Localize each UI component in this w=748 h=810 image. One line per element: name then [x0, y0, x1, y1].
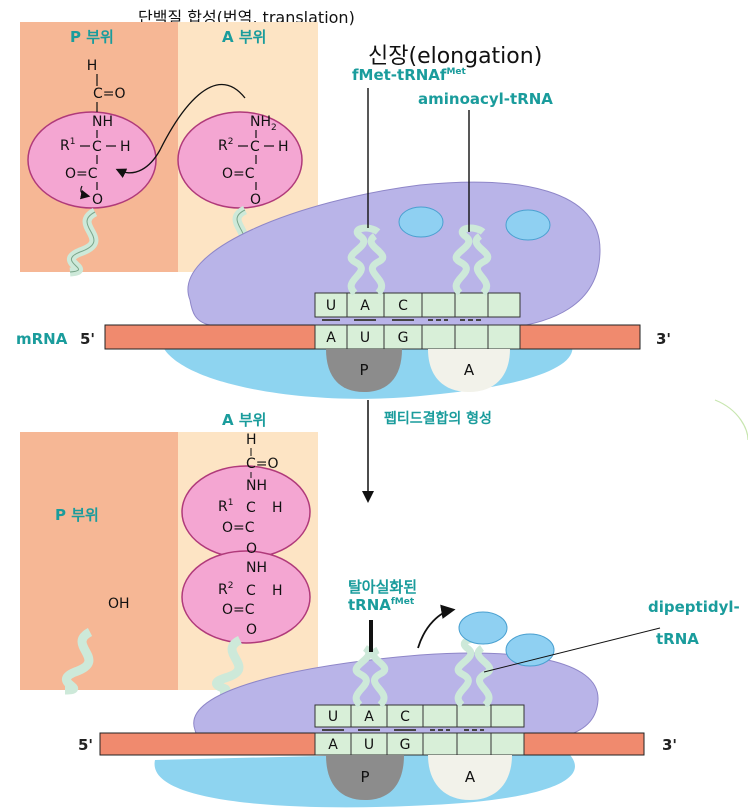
svg-text:G: G	[400, 737, 411, 753]
a-site-letter-top: A	[464, 361, 475, 379]
trna-tail-p-bottom	[62, 628, 94, 695]
svg-text:H: H	[246, 432, 257, 448]
p-pocket-bottom	[326, 755, 404, 800]
svg-text:U: U	[328, 709, 338, 725]
svg-text:A: A	[364, 709, 374, 725]
chem-h-a: H	[278, 139, 289, 155]
svg-text:C: C	[400, 709, 410, 725]
a-site-residue-circle	[177, 111, 303, 209]
aminoacyl-trna-label: aminoacyl-tRNA	[418, 90, 553, 108]
chem-r1: R1	[60, 137, 75, 154]
amino-blob-1-bottom	[458, 611, 508, 645]
svg-text:A: A	[326, 330, 336, 346]
chem-nh: NH	[92, 114, 113, 130]
chem-h: H	[87, 58, 98, 74]
p-site-header-bottom: P 부위	[55, 506, 99, 524]
a-site-letter-bottom: A	[465, 768, 476, 786]
chem-ester-o-a: O	[250, 192, 261, 208]
amino-blob-p-top	[398, 206, 444, 238]
dipeptidyl-pointer	[483, 627, 661, 673]
svg-text:H: H	[272, 500, 283, 516]
chem-ester-o: O	[92, 192, 103, 208]
anticodon-row-top: U A C	[314, 292, 521, 318]
svg-text:U: U	[360, 330, 370, 346]
codon-row-bottom: A U G	[314, 732, 525, 756]
p-site-panel-bottom	[20, 432, 178, 690]
mrna-label: mRNA	[16, 330, 68, 348]
svg-text:C: C	[246, 500, 256, 516]
attack-arrow	[115, 83, 246, 179]
p-site-letter-bottom: P	[360, 768, 369, 786]
svg-text:C: C	[398, 298, 408, 314]
chem-carbonyl: O=C	[65, 166, 98, 182]
svg-text:U: U	[364, 737, 374, 753]
codon-row-top: A U G	[314, 324, 521, 350]
trna-tail-a-bottom	[212, 635, 244, 695]
mrna-strand-left-bottom	[99, 732, 316, 756]
svg-text:C: C	[246, 583, 256, 599]
stage-subtitle: 신장(elongation)	[368, 44, 543, 69]
svg-text:C=O: C=O	[246, 456, 279, 472]
p-site-header-top: P 부위	[70, 28, 114, 46]
svg-text:NH: NH	[246, 560, 267, 576]
mrna-strand-left-top	[104, 324, 316, 350]
deacylated-trna-label: tRNAfMet	[348, 596, 415, 614]
deacylated-label: 탈아실화된	[348, 578, 418, 596]
oh-label: OH	[108, 596, 130, 612]
three-prime-top: 3'	[656, 330, 672, 348]
dipeptide-circle-2	[181, 550, 311, 644]
p-site-residue-circle	[27, 111, 157, 209]
chem-c-alpha-a: C	[250, 139, 260, 155]
svg-text:U: U	[326, 298, 336, 314]
a-pocket-top	[428, 349, 510, 392]
svg-text:H: H	[272, 583, 283, 599]
svg-text:R2: R2	[218, 581, 233, 598]
five-prime-bottom: 5'	[78, 736, 94, 754]
mrna-strand-right-bottom	[523, 732, 645, 756]
fmet-trna-label: fMet-tRNAfMet	[352, 66, 466, 84]
chem-formyl: C=O	[93, 86, 126, 102]
peptide-bond-label: 펩티드결합의 형성	[384, 411, 492, 427]
chem-carbonyl-a: O=C	[222, 166, 255, 182]
svg-text:O: O	[246, 622, 257, 638]
svg-text:O=C: O=C	[222, 602, 255, 618]
three-prime-bottom: 3'	[662, 736, 678, 754]
five-prime-top: 5'	[80, 330, 96, 348]
trna-loops-top	[347, 224, 492, 296]
svg-text:O: O	[246, 541, 257, 557]
dipeptidyl-trna-label: tRNA	[656, 630, 699, 648]
chem-h-side: H	[120, 139, 131, 155]
a-site-header-top: A 부위	[222, 28, 266, 46]
svg-text:A: A	[360, 298, 370, 314]
svg-text:NH: NH	[246, 478, 267, 494]
svg-text:A: A	[328, 737, 338, 753]
svg-text:O=C: O=C	[222, 520, 255, 536]
a-site-header-bottom: A 부위	[222, 411, 266, 429]
p-site-letter-top: P	[359, 361, 368, 379]
chem-nh2: NH2	[250, 114, 277, 133]
svg-text:R1: R1	[218, 498, 233, 515]
p-pocket-top	[326, 349, 402, 392]
anticodon-row-bottom: U A C	[314, 704, 525, 728]
exit-arrow	[417, 604, 456, 649]
dipeptidyl-label: dipeptidyl-	[648, 598, 740, 616]
svg-text:G: G	[398, 330, 409, 346]
chem-r2: R2	[218, 137, 233, 154]
amino-blob-2-bottom	[505, 633, 555, 667]
chem-c-alpha: C	[92, 139, 102, 155]
amino-blob-a-top	[505, 209, 551, 241]
a-pocket-bottom	[428, 755, 512, 800]
mrna-strand-right-top	[519, 324, 641, 350]
